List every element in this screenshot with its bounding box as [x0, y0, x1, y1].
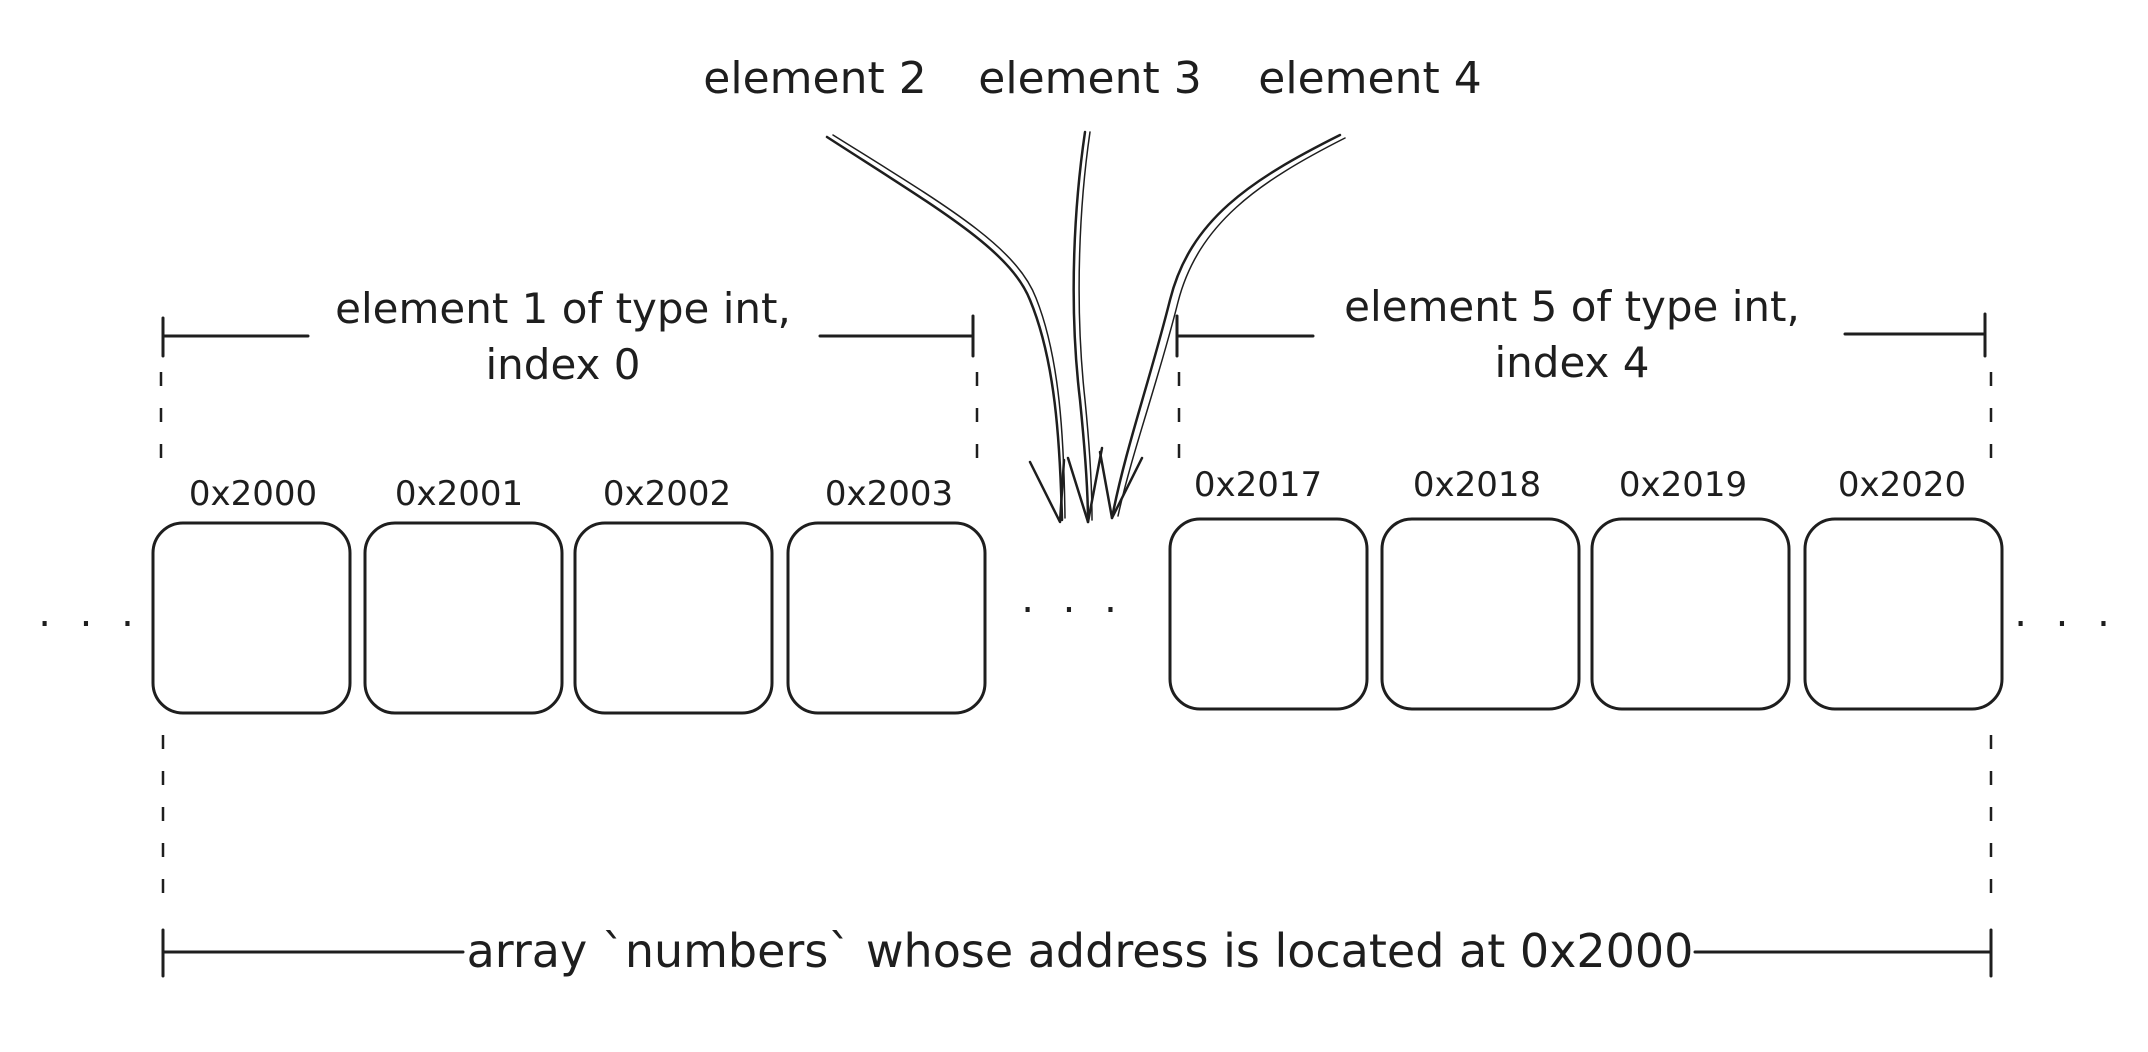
address-label: 0x2003	[825, 474, 953, 514]
element-2-label: element 2	[703, 53, 926, 104]
address-label: 0x2020	[1838, 465, 1966, 505]
memory-cell	[1590, 517, 1791, 711]
address-label: 0x2019	[1619, 465, 1747, 505]
element-4-arrow	[1110, 133, 1342, 520]
memory-cell	[1803, 517, 2004, 711]
memory-cell	[786, 521, 987, 715]
element-3-label: element 3	[978, 53, 1201, 104]
address-label: 0x2017	[1194, 465, 1322, 505]
memory-cell	[1168, 517, 1369, 711]
right-group: element 5 of type int, index 4 0x2017 0x…	[1168, 282, 2004, 711]
memory-cell	[363, 521, 564, 715]
element-4-label: element 4	[1258, 53, 1481, 104]
address-label: 0x2018	[1413, 465, 1541, 505]
element-2-arrow	[825, 135, 1064, 522]
element-5-index-label: index 4	[1495, 338, 1650, 387]
memory-cell	[1380, 517, 1581, 711]
ellipsis-middle: . . .	[1021, 576, 1125, 622]
ellipsis-left: . . .	[38, 590, 142, 636]
element-5-label: element 5 of type int,	[1344, 282, 1800, 331]
memory-cell	[573, 521, 774, 715]
address-label: 0x2000	[189, 474, 317, 514]
element-1-label: element 1 of type int,	[335, 284, 791, 333]
address-label: 0x2002	[603, 474, 731, 514]
memory-cell	[151, 521, 352, 715]
ellipsis-right: . . .	[2014, 590, 2118, 636]
array-label: array `numbers` whose address is located…	[467, 924, 1694, 978]
element-1-index-label: index 0	[486, 340, 641, 389]
array-span: array `numbers` whose address is located…	[161, 735, 1993, 978]
element-arrows	[825, 130, 1346, 524]
left-group: element 1 of type int, index 0 0x2000 0x…	[151, 284, 987, 715]
element-3-arrow	[1072, 130, 1090, 524]
address-label: 0x2001	[395, 474, 523, 514]
